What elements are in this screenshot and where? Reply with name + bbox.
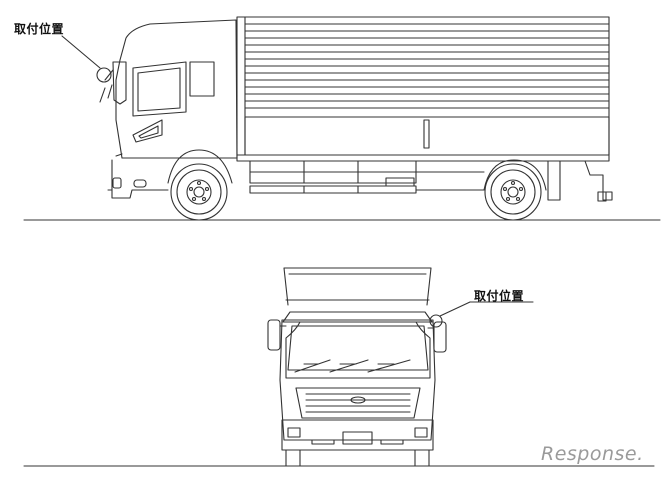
front-wheel-arch xyxy=(167,149,233,184)
front-bumper xyxy=(107,159,169,199)
cab xyxy=(115,19,238,159)
front-wheel xyxy=(170,163,228,221)
front-bumper-front xyxy=(281,419,434,467)
cargo-ribs xyxy=(244,23,610,109)
callout-leader-front xyxy=(439,301,471,317)
front-view-truck xyxy=(23,267,655,467)
cab-front xyxy=(279,311,436,441)
mount-position-label-front: 取付位置 xyxy=(474,289,525,303)
rear-wheel-arch xyxy=(483,159,547,191)
mount-position-marker-front xyxy=(429,314,443,328)
callout-leader-side xyxy=(61,35,101,69)
rear-wheel xyxy=(484,163,542,221)
side-view-truck xyxy=(23,16,661,221)
cargo-box xyxy=(236,16,610,156)
mount-position-marker-side xyxy=(96,67,112,83)
response-watermark: Response. xyxy=(541,443,644,465)
mount-position-label-side: 取付位置 xyxy=(14,22,65,36)
side-mirror xyxy=(99,61,127,105)
front-view-mirrors xyxy=(267,319,447,353)
cargo-box-front xyxy=(283,267,432,306)
chassis xyxy=(236,154,613,202)
